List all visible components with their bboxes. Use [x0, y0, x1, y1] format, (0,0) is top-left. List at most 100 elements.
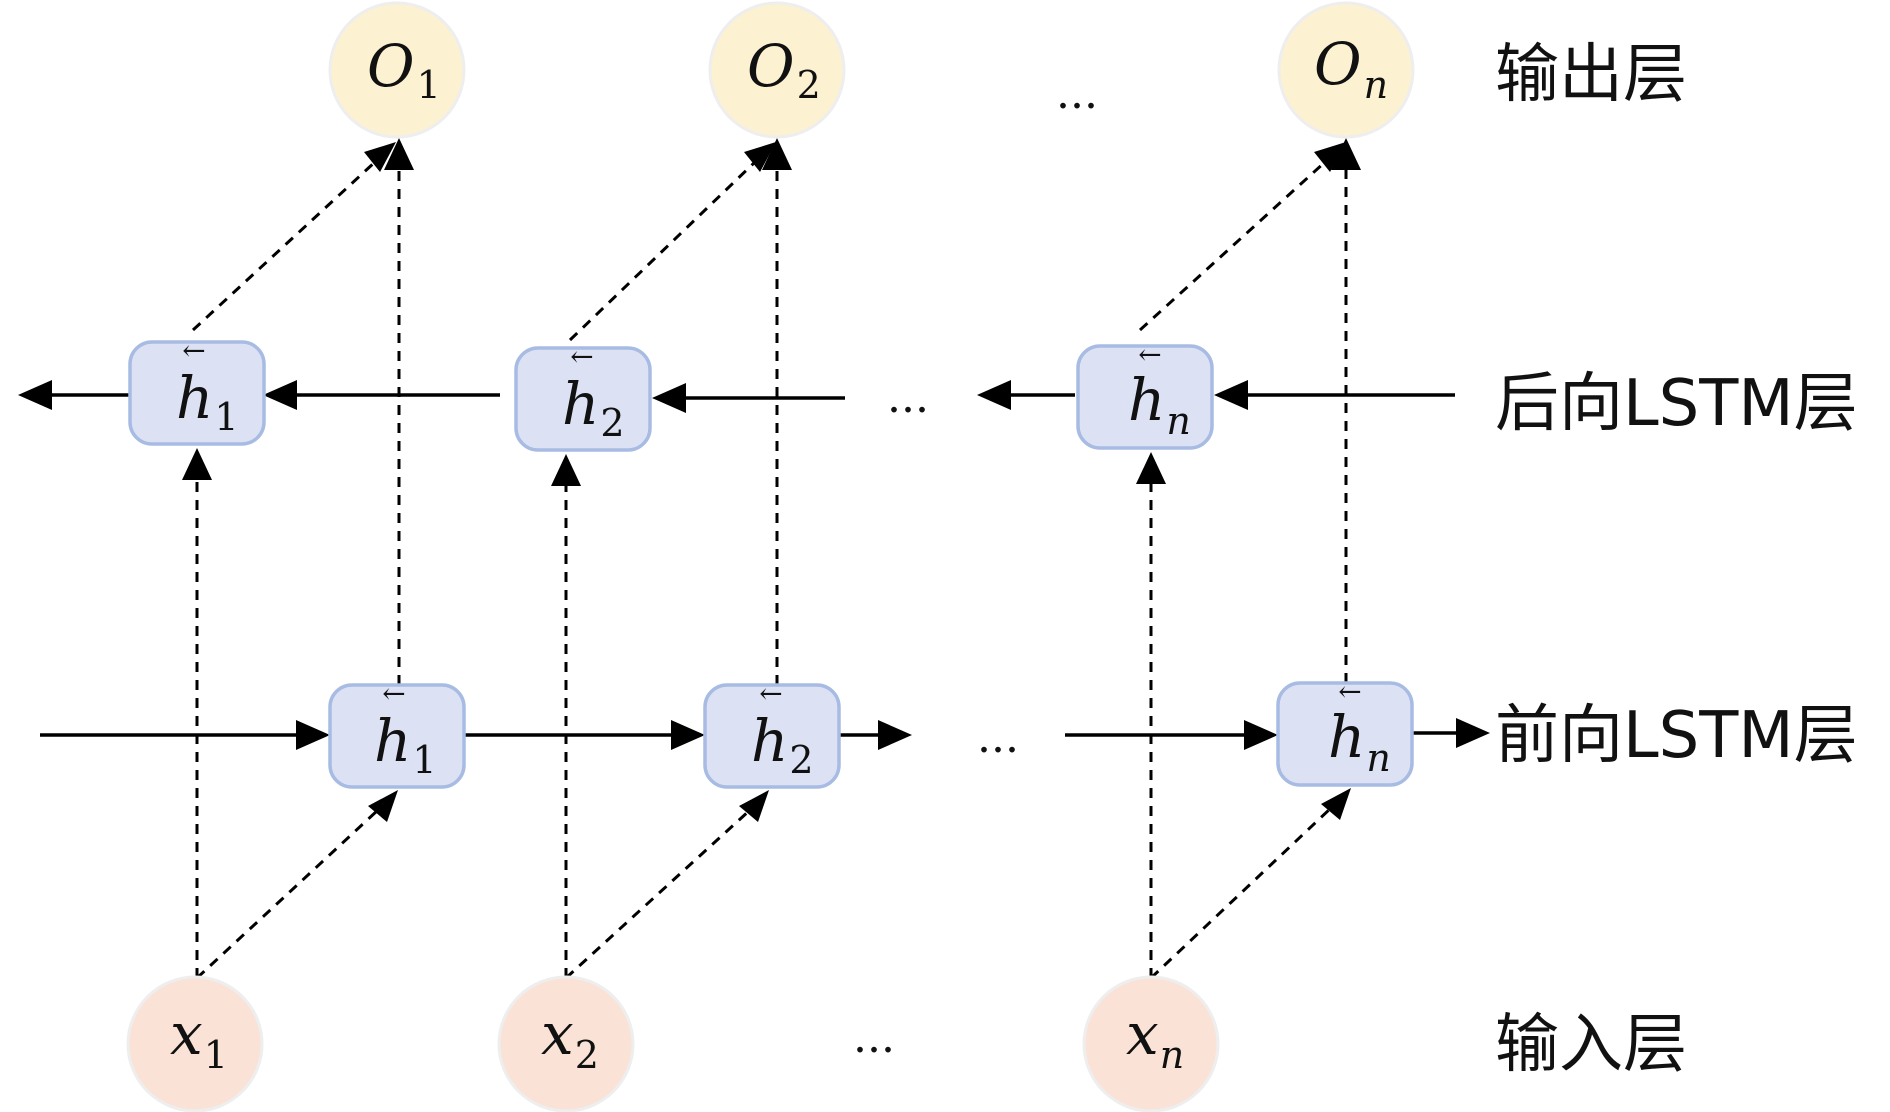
- input-node-1-base: x: [170, 1000, 203, 1068]
- layer-label-backward: 后向LSTM层: [1495, 367, 1858, 441]
- output-node-1: O1: [328, 1, 466, 139]
- forward-node-n-sub: n: [1366, 736, 1390, 780]
- forward-n-out-arrowhead: [1456, 718, 1490, 748]
- forward-flow: [40, 718, 1490, 750]
- arrowhead-hf2-diag: [739, 790, 769, 822]
- input-node-2-circle: [497, 975, 635, 1112]
- input-node-1-sub: 1: [204, 1033, 228, 1077]
- ellipsis-backward: ...: [887, 372, 929, 423]
- backward-node-1-sub: 1: [214, 395, 238, 439]
- input-node-1-circle: [126, 975, 264, 1112]
- svg-text:On: On: [1314, 30, 1388, 107]
- arrowhead-on-diag: [1314, 142, 1346, 172]
- arrowhead-o2-up: [762, 138, 792, 170]
- forward-node-2: ← h2: [703, 677, 841, 789]
- svg-text:h1: h1: [374, 707, 437, 782]
- svg-text:hn: hn: [1128, 366, 1191, 443]
- svg-text:h2: h2: [751, 707, 814, 782]
- forward-node-n-box: [1276, 681, 1414, 787]
- input-node-2: x2: [497, 975, 635, 1112]
- backward-node-1-base: h: [176, 364, 213, 432]
- input-node-n-sub: n: [1160, 1033, 1184, 1077]
- output-node-1-sub: 1: [417, 63, 441, 107]
- edge-hb1-o1: [191, 160, 377, 332]
- output-node-n-circle: [1277, 1, 1415, 139]
- backward-node-n-sub: n: [1166, 399, 1190, 443]
- forward-nodes: ← h1 ← h2 ← hn: [328, 675, 1414, 789]
- arrowhead-hb2-up: [551, 454, 581, 486]
- forward-node-1-base: h: [374, 707, 411, 775]
- input-node-2-sub: 2: [575, 1033, 599, 1077]
- backward-out-arrowhead: [18, 380, 52, 410]
- forward-2-ell-arrowhead: [878, 720, 912, 750]
- edge-x1-hf1: [195, 808, 380, 980]
- arrowhead-on-up: [1331, 138, 1361, 170]
- layer-label-forward: 前向LSTM层: [1495, 699, 1858, 773]
- forward-node-1-sub: 1: [412, 738, 436, 782]
- backward-in-n-arrowhead: [1214, 380, 1248, 410]
- input-node-n: xn: [1082, 975, 1220, 1112]
- svg-text:x2: x2: [541, 1000, 599, 1077]
- forward-ell-n-arrowhead: [1244, 720, 1278, 750]
- arrowhead-o1-diag: [364, 142, 396, 172]
- output-node-2: O2: [708, 1, 846, 139]
- output-node-1-circle: [328, 1, 466, 139]
- backward-n-ell-arrowhead: [977, 380, 1011, 410]
- backward-node-2: ← h2: [514, 340, 652, 452]
- arrowhead-hf1-diag: [368, 790, 398, 822]
- backward-2-1-arrowhead: [263, 380, 297, 410]
- backward-flow: [18, 380, 1455, 413]
- backward-nodes: ← h1 ← h2 ← hn: [128, 334, 1214, 452]
- output-node-1-base: O: [367, 32, 415, 100]
- dashed-arrowheads: [182, 138, 1361, 822]
- arrowhead-hb1-up: [182, 448, 212, 480]
- ellipsis-forward: ...: [977, 712, 1019, 763]
- forward-node-2-base: h: [751, 707, 788, 775]
- output-node-n: On: [1277, 1, 1415, 139]
- backward-ell-2-arrowhead: [652, 383, 686, 413]
- output-node-n-sub: n: [1364, 63, 1388, 107]
- backward-node-2-box: [514, 346, 652, 452]
- ellipsis-output: ...: [1056, 68, 1098, 119]
- output-node-n-base: O: [1314, 30, 1362, 98]
- layer-labels: 输出层 后向LSTM层 前向LSTM层 输入层: [1495, 38, 1858, 1082]
- layer-label-input: 输入层: [1495, 1008, 1687, 1082]
- backward-node-2-arrow: ←: [570, 340, 593, 373]
- forward-node-1: ← h1: [328, 677, 466, 789]
- forward-node-n: ← hn: [1276, 675, 1414, 787]
- backward-node-1: ← h1: [128, 334, 266, 446]
- input-node-2-base: x: [541, 1000, 574, 1068]
- backward-node-2-base: h: [562, 370, 599, 438]
- svg-text:O2: O2: [747, 32, 821, 107]
- forward-1-2-arrowhead: [671, 720, 705, 750]
- svg-text:h2: h2: [562, 370, 625, 445]
- backward-node-1-box: [128, 340, 266, 446]
- svg-text:h1: h1: [176, 364, 239, 439]
- backward-node-n: ← hn: [1076, 338, 1214, 450]
- output-node-2-sub: 2: [797, 63, 821, 107]
- arrowhead-hfn-diag: [1321, 788, 1351, 820]
- input-node-n-base: x: [1126, 1000, 1159, 1068]
- ellipsis-input: ...: [853, 1012, 895, 1063]
- forward-node-2-box: [703, 683, 841, 789]
- edge-hbn-on: [1138, 160, 1327, 332]
- backward-node-n-box: [1076, 344, 1214, 450]
- input-node-1: x1: [126, 975, 264, 1112]
- edge-hb2-o2: [568, 160, 757, 342]
- edge-x2-hf2: [564, 808, 752, 980]
- forward-node-1-box: [328, 683, 466, 789]
- arrowhead-hbn-up: [1136, 452, 1166, 484]
- output-node-2-base: O: [747, 32, 795, 100]
- layer-label-output: 输出层: [1495, 38, 1687, 112]
- backward-node-1-arrow: ←: [182, 334, 205, 367]
- svg-text:x1: x1: [170, 1000, 228, 1077]
- output-nodes: O1 O2 On: [328, 1, 1415, 139]
- output-node-2-circle: [708, 1, 846, 139]
- edge-xn-hfn: [1149, 806, 1333, 980]
- dashed-connections: [191, 160, 1348, 980]
- forward-node-2-sub: 2: [789, 738, 813, 782]
- forward-in-1-arrowhead: [296, 720, 330, 750]
- backward-node-n-base: h: [1128, 366, 1165, 434]
- input-nodes: x1 x2 xn: [126, 975, 1220, 1112]
